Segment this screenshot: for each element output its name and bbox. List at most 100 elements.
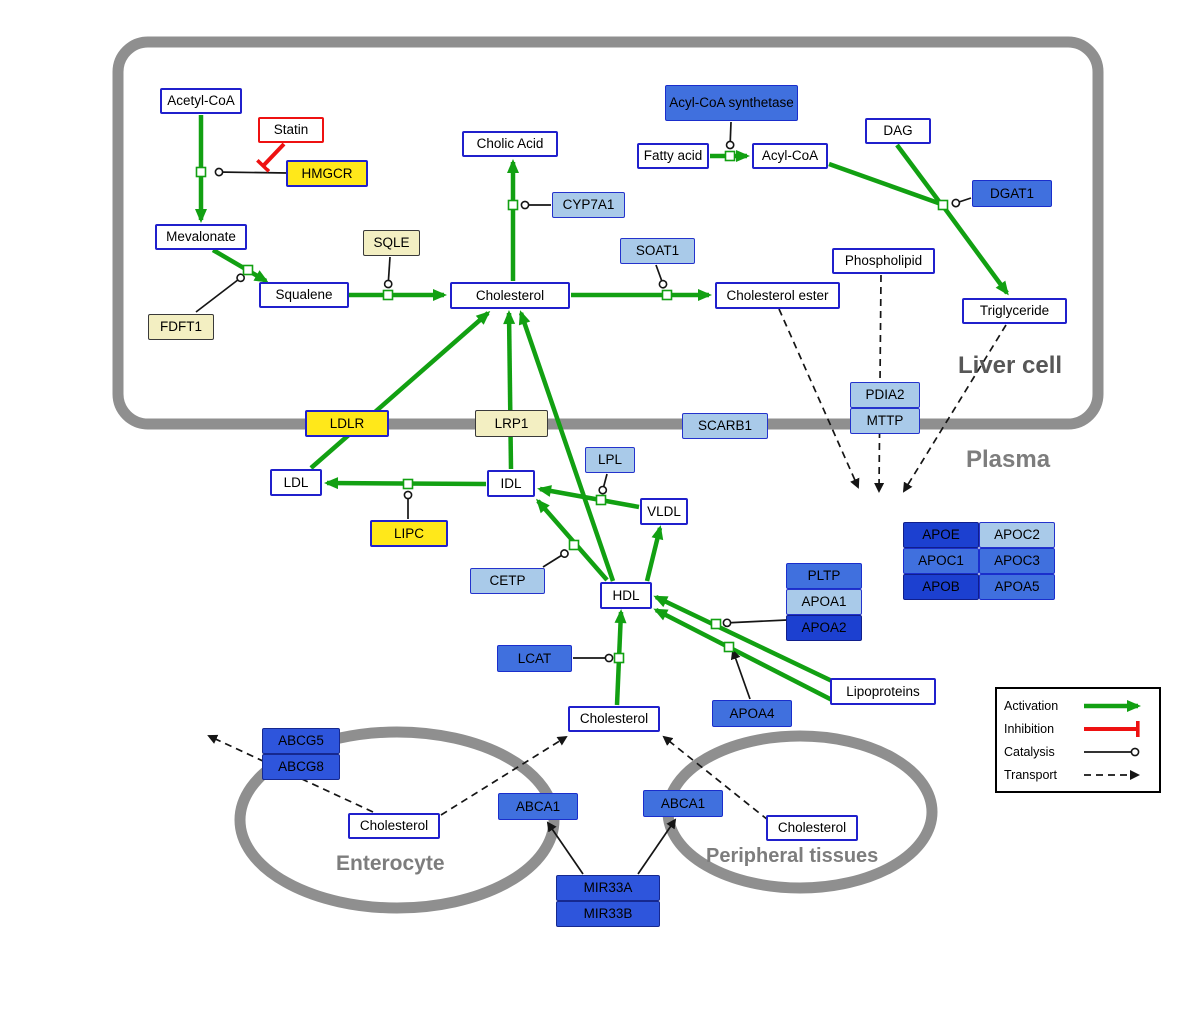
enterocyte-label: Enterocyte bbox=[336, 852, 445, 875]
node-mir33a[interactable]: MIR33A bbox=[556, 875, 660, 901]
plasma-label: Plasma bbox=[966, 446, 1051, 473]
node-apoa1[interactable]: APOA1 bbox=[786, 589, 862, 615]
edge-catalysis bbox=[598, 473, 608, 495]
node-dag[interactable]: DAG bbox=[865, 118, 931, 144]
liver-cell-label: Liver cell bbox=[958, 352, 1063, 379]
node-ldl[interactable]: LDL bbox=[270, 469, 322, 496]
node-cholesterol[interactable]: Cholesterol bbox=[450, 282, 570, 309]
node-acyl-coa-synthetase[interactable]: Acyl-CoA synthetase bbox=[665, 85, 798, 121]
edge-activation bbox=[653, 607, 836, 704]
node-hdl[interactable]: HDL bbox=[600, 582, 652, 609]
edge-activation bbox=[309, 311, 491, 470]
node-soat1[interactable]: SOAT1 bbox=[620, 238, 695, 264]
edge-catalysis bbox=[725, 121, 735, 150]
legend-label-catalysis: Catalysis bbox=[1004, 744, 1055, 759]
edge-transport bbox=[440, 735, 568, 816]
reaction-port bbox=[242, 264, 254, 276]
node-vldl[interactable]: VLDL bbox=[640, 498, 688, 525]
edge-activation bbox=[828, 161, 942, 207]
edge-activation bbox=[518, 310, 616, 582]
node-phospholipid[interactable]: Phospholipid bbox=[832, 248, 935, 274]
edge-activation bbox=[644, 525, 664, 582]
membranes bbox=[112, 36, 1104, 914]
node-cholesterol-ester[interactable]: Cholesterol ester bbox=[715, 282, 840, 309]
node-scarb1[interactable]: SCARB1 bbox=[682, 413, 768, 439]
node-sqle[interactable]: SQLE bbox=[363, 230, 420, 256]
node-acetyl-coa[interactable]: Acetyl-CoA bbox=[160, 88, 242, 114]
node-apoc2[interactable]: APOC2 bbox=[979, 522, 1055, 548]
node-idl[interactable]: IDL bbox=[487, 470, 535, 497]
edge-activation bbox=[503, 310, 516, 470]
node-hmgcr[interactable]: HMGCR bbox=[286, 160, 368, 187]
edge-catalysis bbox=[722, 618, 788, 628]
node-mevalonate[interactable]: Mevalonate bbox=[155, 224, 247, 250]
node-apob[interactable]: APOB bbox=[903, 574, 979, 600]
edge-transport bbox=[902, 324, 1007, 493]
reaction-port bbox=[723, 641, 735, 653]
node-cholic-acid[interactable]: Cholic Acid bbox=[462, 131, 558, 157]
node-lipc[interactable]: LIPC bbox=[370, 520, 448, 547]
legend-label-inhibition: Inhibition bbox=[1004, 721, 1055, 736]
peripheral-tissues-label: Peripheral tissues bbox=[706, 845, 879, 867]
legend-item-inhibition: Inhibition bbox=[1004, 717, 1152, 740]
node-squalene[interactable]: Squalene bbox=[259, 282, 349, 308]
reaction-port bbox=[595, 494, 607, 506]
enterocyte-membrane bbox=[234, 726, 560, 914]
reaction-port bbox=[724, 150, 736, 162]
node-lpl[interactable]: LPL bbox=[585, 447, 635, 473]
node-apoe[interactable]: APOE bbox=[903, 522, 979, 548]
legend-label-activation: Activation bbox=[1004, 698, 1059, 713]
node-pltp[interactable]: PLTP bbox=[786, 563, 862, 589]
reaction-port bbox=[507, 199, 519, 211]
node-abca1-peripheral[interactable]: ABCA1 bbox=[643, 790, 723, 817]
reaction-port bbox=[402, 478, 414, 490]
edge-catalysis bbox=[214, 167, 288, 177]
edge-arrow bbox=[546, 821, 584, 875]
edge-transport bbox=[778, 308, 860, 489]
node-cholesterol-peripheral[interactable]: Cholesterol bbox=[766, 815, 858, 841]
node-cyp7a1[interactable]: CYP7A1 bbox=[552, 192, 625, 218]
node-ldlr[interactable]: LDLR bbox=[305, 410, 389, 437]
catalysis-symbol-icon bbox=[1084, 747, 1140, 756]
legend-label-transport: Transport bbox=[1004, 767, 1058, 782]
node-apoc1[interactable]: APOC1 bbox=[903, 548, 979, 574]
node-cetp[interactable]: CETP bbox=[470, 568, 545, 594]
node-dgat1[interactable]: DGAT1 bbox=[972, 180, 1052, 207]
node-lipoproteins[interactable]: Lipoproteins bbox=[830, 678, 936, 705]
legend-item-catalysis: Catalysis bbox=[1004, 740, 1152, 763]
node-fdft1[interactable]: FDFT1 bbox=[148, 314, 214, 340]
edge-transport bbox=[662, 735, 769, 821]
legend-item-activation: Activation bbox=[1004, 694, 1152, 717]
node-mir33b[interactable]: MIR33B bbox=[556, 901, 660, 927]
node-lcat[interactable]: LCAT bbox=[497, 645, 572, 672]
node-acyl-coa[interactable]: Acyl-CoA bbox=[752, 143, 828, 169]
node-lrp1[interactable]: LRP1 bbox=[475, 410, 548, 437]
edge-catalysis bbox=[542, 549, 569, 568]
edge-catalysis bbox=[951, 197, 972, 208]
edge-arrow bbox=[730, 649, 751, 700]
edge-catalysis bbox=[383, 256, 393, 289]
node-apoa5[interactable]: APOA5 bbox=[979, 574, 1055, 600]
edge-arrow bbox=[637, 818, 677, 875]
edge-catalysis bbox=[195, 273, 246, 313]
reaction-port bbox=[613, 652, 625, 664]
node-pdia2[interactable]: PDIA2 bbox=[850, 382, 920, 408]
node-apoc3[interactable]: APOC3 bbox=[979, 548, 1055, 574]
node-mttp[interactable]: MTTP bbox=[850, 408, 920, 434]
node-cholesterol-plasma[interactable]: Cholesterol bbox=[568, 706, 660, 732]
node-apoa2[interactable]: APOA2 bbox=[786, 615, 862, 641]
edge-activation bbox=[537, 485, 640, 510]
node-fatty-acid[interactable]: Fatty acid bbox=[637, 143, 709, 169]
liver-cell-membrane bbox=[112, 36, 1104, 430]
node-triglyceride[interactable]: Triglyceride bbox=[962, 298, 1067, 324]
reaction-port bbox=[382, 289, 394, 301]
node-abcg8[interactable]: ABCG8 bbox=[262, 754, 340, 780]
node-cholesterol-enterocyte[interactable]: Cholesterol bbox=[348, 813, 440, 839]
node-abca1-enterocyte[interactable]: ABCA1 bbox=[498, 793, 578, 820]
node-apoa4[interactable]: APOA4 bbox=[712, 700, 792, 727]
edge-activation bbox=[211, 248, 269, 283]
node-abcg5[interactable]: ABCG5 bbox=[262, 728, 340, 754]
node-statin[interactable]: Statin bbox=[258, 117, 324, 143]
